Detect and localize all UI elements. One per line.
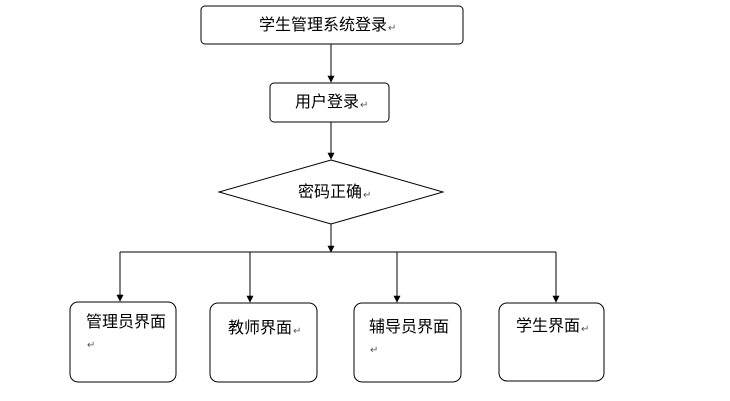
teacher-box (209, 302, 318, 383)
return-mark-icon: ↵ (370, 345, 379, 356)
student-text: 学生界面 (516, 316, 581, 335)
counselor-label: 辅导员界面 ↵ (369, 317, 453, 361)
counselor-box (353, 302, 462, 383)
teacher-label: 教师界面↵ (228, 318, 301, 342)
student-box (498, 302, 605, 382)
title-text: 学生管理系统登录 (259, 15, 388, 34)
return-mark-icon: ↵ (363, 190, 372, 201)
user-login-box (269, 82, 390, 123)
title-label: 学生管理系统登录↵ (259, 15, 396, 39)
title-box (200, 5, 464, 45)
admin-text: 管理员界面 (86, 312, 167, 331)
return-mark-icon: ↵ (360, 100, 369, 111)
admin-label: 管理员界面 ↵ (86, 312, 170, 356)
counselor-text: 辅导员界面 (369, 317, 450, 336)
password-check-label: 密码正确↵ (298, 182, 371, 206)
return-mark-icon: ↵ (87, 340, 96, 351)
return-mark-icon: ↵ (388, 23, 397, 34)
user-login-label: 用户登录↵ (295, 92, 368, 116)
password-check-text: 密码正确 (298, 182, 363, 201)
return-mark-icon: ↵ (581, 324, 590, 335)
student-label: 学生界面↵ (516, 316, 589, 340)
admin-box (69, 301, 177, 383)
teacher-text: 教师界面 (228, 318, 293, 337)
user-login-text: 用户登录 (295, 92, 360, 111)
return-mark-icon: ↵ (293, 326, 302, 337)
